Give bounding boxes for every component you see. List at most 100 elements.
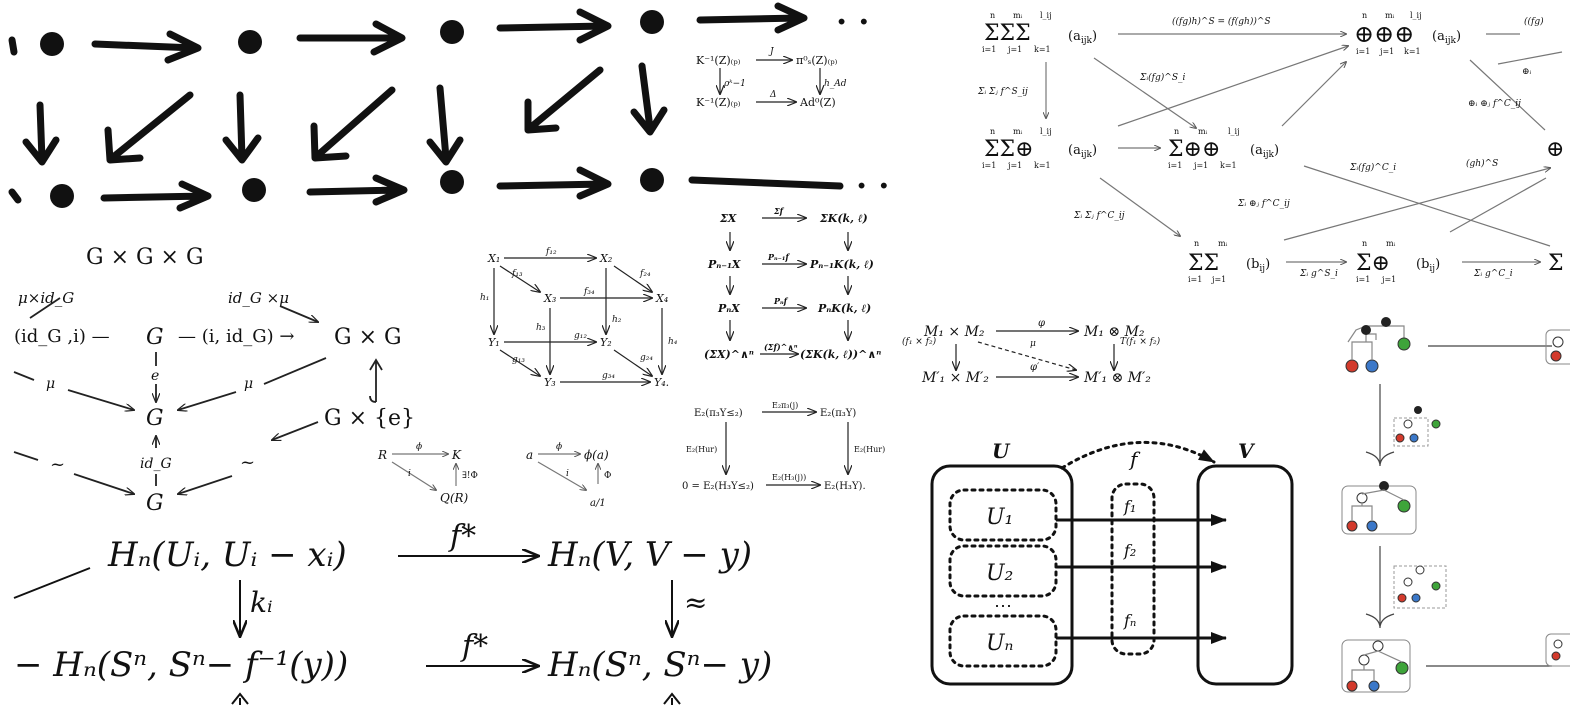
tree-node-green xyxy=(1397,499,1411,513)
grid-dot xyxy=(40,32,64,56)
arrow-diag xyxy=(1093,57,1196,128)
svg-text:n: n xyxy=(1194,239,1199,248)
label-fn: fₙ xyxy=(1123,611,1136,630)
svg-text:j=1: j=1 xyxy=(1007,45,1022,54)
label-f12: f₁₂ xyxy=(545,247,557,257)
node-top: G × G × G xyxy=(86,245,204,270)
node-r: R xyxy=(377,448,387,462)
node-tr: π⁰ₛ(Z)₍ₚ₎ xyxy=(796,54,838,67)
node-gxe: G × {e} xyxy=(324,406,415,431)
svg-text:l_ij: l_ij xyxy=(1040,11,1052,20)
fraction-field-triangles: R K Q(R) ϕ i ∃!Φ a ϕ(a) a/1 ϕ i Φ xyxy=(377,442,611,509)
svg-text:(bij): (bij) xyxy=(1416,257,1440,274)
label-un: Uₙ xyxy=(986,631,1013,656)
node-mr: ⊕ xyxy=(1546,137,1564,162)
arrow-i2 xyxy=(537,461,586,490)
svg-text:i=1: i=1 xyxy=(1356,275,1370,284)
arrow-f24 xyxy=(613,265,652,292)
tree-node-white xyxy=(1552,336,1564,348)
arrow-head-1 xyxy=(1365,451,1395,467)
node-br: Ad⁰(Z) xyxy=(799,96,836,109)
hand-arrow xyxy=(496,166,612,200)
tree-node-red xyxy=(1550,350,1562,362)
r1-right: ΣK(k, ℓ) xyxy=(819,212,868,225)
svg-text:i=1: i=1 xyxy=(1356,47,1370,56)
svg-text:mᵢ: mᵢ xyxy=(1386,239,1396,248)
node-tl: M₁ × M₂ xyxy=(923,324,985,340)
label-i: i xyxy=(408,469,411,479)
label-f: f xyxy=(1128,447,1141,471)
tree-node-white xyxy=(1415,565,1425,575)
set-v xyxy=(1196,464,1294,686)
label-diag2: ⊕ᵢ ⊕ⱼ f^C_ij xyxy=(1468,99,1521,109)
subset-u2 xyxy=(948,544,1058,598)
svg-text:l_ij: l_ij xyxy=(1410,11,1422,20)
svg-text:ΣΣΣ: ΣΣΣ xyxy=(984,21,1031,46)
arrow-tr-right xyxy=(1497,51,1563,65)
label-h3: h₃ xyxy=(536,323,546,333)
node-bm: Σ⊕ (bij) n mᵢ i=1 j=1 xyxy=(1356,239,1440,284)
hand-arrow xyxy=(496,8,612,44)
node-y4: Y₄. xyxy=(654,376,669,389)
subset-un xyxy=(948,614,1058,668)
r3-right: PₙK(k, ℓ) xyxy=(817,302,871,315)
hand-arrow-diag xyxy=(524,66,604,134)
arrow-tilde-right-b xyxy=(178,475,233,494)
node-y3: Y₃ xyxy=(544,376,556,389)
tree-node-white xyxy=(1403,419,1413,429)
tree-node-red xyxy=(1551,651,1561,661)
tree-panel-3 xyxy=(1341,639,1411,693)
tree-rewriting-diagram xyxy=(1341,317,1570,693)
node-g-center: G xyxy=(146,406,164,431)
hand-arrow xyxy=(91,30,202,64)
label-top: E₂π₃(j) xyxy=(772,401,798,410)
svg-text:j=1: j=1 xyxy=(1381,275,1396,284)
label-u2: U₂ xyxy=(986,561,1013,586)
commutative-cube: X₁ X₂ X₃ X₄ Y₁ Y₂ Y₃ Y₄. f₁₂ f₁₃ f₂₄ f₃₄… xyxy=(480,247,678,389)
svg-text:k=1: k=1 xyxy=(1034,45,1051,54)
tree-node-black xyxy=(1414,406,1422,414)
svg-text:l_ij: l_ij xyxy=(1040,127,1052,136)
node-tr: M₁ ⊗ M₂ xyxy=(1083,324,1145,340)
tree-node-red xyxy=(1397,593,1407,603)
label-g13: g₁₃ xyxy=(512,355,525,365)
svg-text:j=1: j=1 xyxy=(1211,275,1226,284)
homology-ladder: Hₙ(Uᵢ, Uᵢ − xᵢ) f* Hₙ(V, V − y) kᵢ ≈ − H… xyxy=(13,519,772,705)
label-bottom: φ′ xyxy=(1030,362,1040,373)
r2-arrow-label: Pₙ₋₁f xyxy=(767,252,790,262)
hand-arrow-down xyxy=(630,62,668,136)
label-diag4: Σᵢ(fg)^C_i xyxy=(1349,162,1396,173)
node-y1: Y₁ xyxy=(488,336,500,349)
node-g-bottom: G xyxy=(146,491,164,516)
tree-node-red xyxy=(1395,433,1405,443)
grid-dot xyxy=(640,10,664,34)
svg-text:(bij): (bij) xyxy=(1246,257,1270,274)
tree-node-green xyxy=(1431,419,1441,429)
label-h2: h₂ xyxy=(612,315,622,325)
hand-drawn-grid: . . . . xyxy=(8,0,889,212)
label-g12: g₁₂ xyxy=(574,331,587,341)
r4-left: (ΣX)^∧ⁿ xyxy=(704,348,754,361)
hand-arrow xyxy=(100,180,212,212)
svg-text:(aijk): (aijk) xyxy=(1068,143,1097,160)
label-right: h_Ad xyxy=(824,79,847,89)
tree-node-blue xyxy=(1411,593,1421,603)
arrow-ml-bl xyxy=(1099,177,1180,236)
svg-text:mᵢ: mᵢ xyxy=(1385,11,1395,20)
node-bl: 0 = E₂(H₃Y≤₂) xyxy=(682,481,754,492)
label-exists: ∃!Φ xyxy=(462,471,478,481)
svg-text:n: n xyxy=(1174,127,1179,136)
svg-text:Σ⊕: Σ⊕ xyxy=(1356,251,1390,276)
label-mu-id: μ×id_G xyxy=(18,289,74,307)
arrow-tr-down xyxy=(1469,59,1546,131)
label-dots: ⋯ xyxy=(994,596,1012,617)
label-u1: U₁ xyxy=(986,505,1013,530)
node-x1: X₁ xyxy=(487,252,500,265)
label-bottom: Δ xyxy=(769,90,777,100)
hand-arrow xyxy=(296,20,406,56)
node-bl: − Hₙ(Sⁿ, Sⁿ− f⁻¹(y)) xyxy=(14,645,348,685)
label-bottom2: Σᵢ g^C_i xyxy=(1473,269,1513,279)
label-top: J xyxy=(768,47,775,57)
arrow-up-left-stub xyxy=(231,692,249,705)
